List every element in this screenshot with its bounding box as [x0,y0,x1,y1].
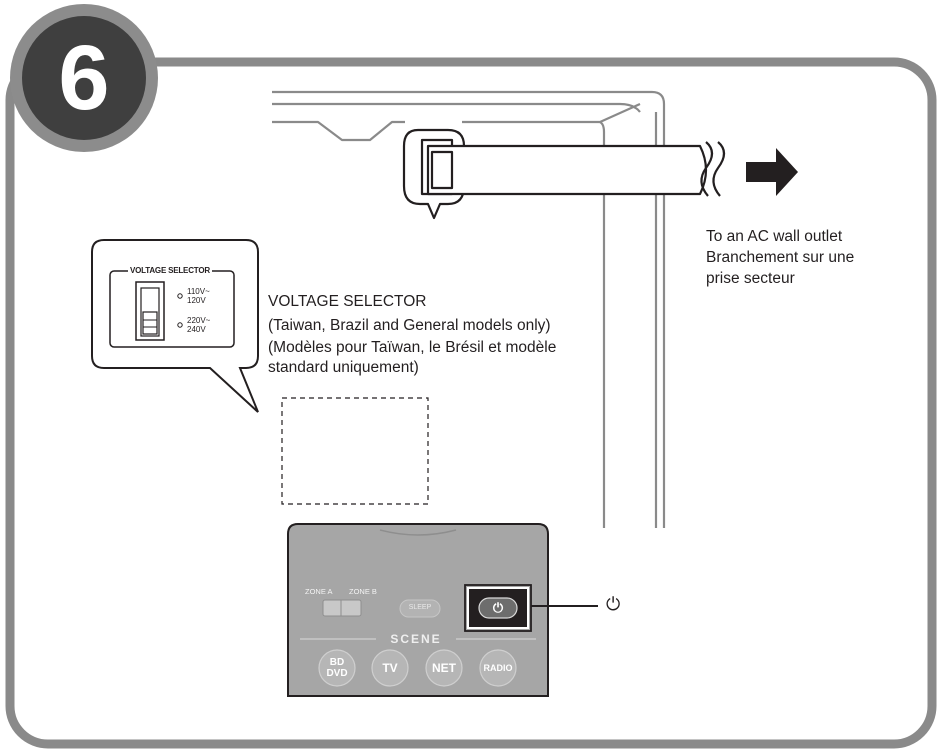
voltage-option-2-a: 220V~ [187,316,211,325]
bd-label: BD [329,657,345,668]
step-badge-inner [22,16,146,140]
scene-radio-shape [479,649,517,687]
voltage-switch-knob [142,311,158,335]
voltage-dot-1 [177,293,183,299]
voltage-note-line3: standard uniquement) [268,359,419,376]
sleep-button[interactable]: SLEEP [408,604,432,611]
voltage-panel [109,270,235,348]
outlet-arrow [746,148,798,196]
power-cord [402,128,726,220]
zone-a-label: ZONE A [305,587,333,596]
power-symbol-label: ⏻ [606,594,621,614]
zone-switch [322,599,362,617]
scene-tv-button[interactable]: TV [382,661,398,675]
sleep-button-shape [399,599,441,618]
voltage-option-1-b: 120V [187,296,206,305]
dvd-label: DVD [326,668,348,679]
scene-bd-dvd-shape [318,649,356,687]
voltage-dot-2 [177,322,183,328]
scene-bd-dvd-button[interactable]: BD DVD [319,657,355,679]
voltage-heading: VOLTAGE SELECTOR [268,293,427,310]
zone-b-label: ZONE B [349,587,377,596]
outlet-label-line3: prise secteur [706,270,795,287]
outer-frame [5,57,937,749]
voltage-option-2-b: 240V [187,325,206,334]
power-button[interactable]: ⏻ [492,600,504,615]
outlet-label-line1: To an AC wall outlet [706,228,843,245]
scene-label: SCENE [390,632,442,646]
voltage-note-line1: (Taiwan, Brazil and General models only) [268,317,551,334]
scene-net-shape [425,649,463,687]
voltage-panel-title: VOLTAGE SELECTOR [128,266,212,275]
scene-net-button[interactable]: NET [432,661,456,675]
step-number: 6 [58,27,110,129]
voltage-option-1-a: 110V~ [187,287,210,296]
voltage-note-line2: (Modèles pour Taïwan, le Brésil et modèl… [268,339,557,356]
scene-radio-button[interactable]: RADIO [483,663,513,673]
remote-control [287,523,598,697]
power-button-shape [478,597,518,619]
selector-location-box [281,397,429,505]
scene-tv-shape [371,649,409,687]
outlet-label-line2: Branchement sur une [706,249,855,266]
